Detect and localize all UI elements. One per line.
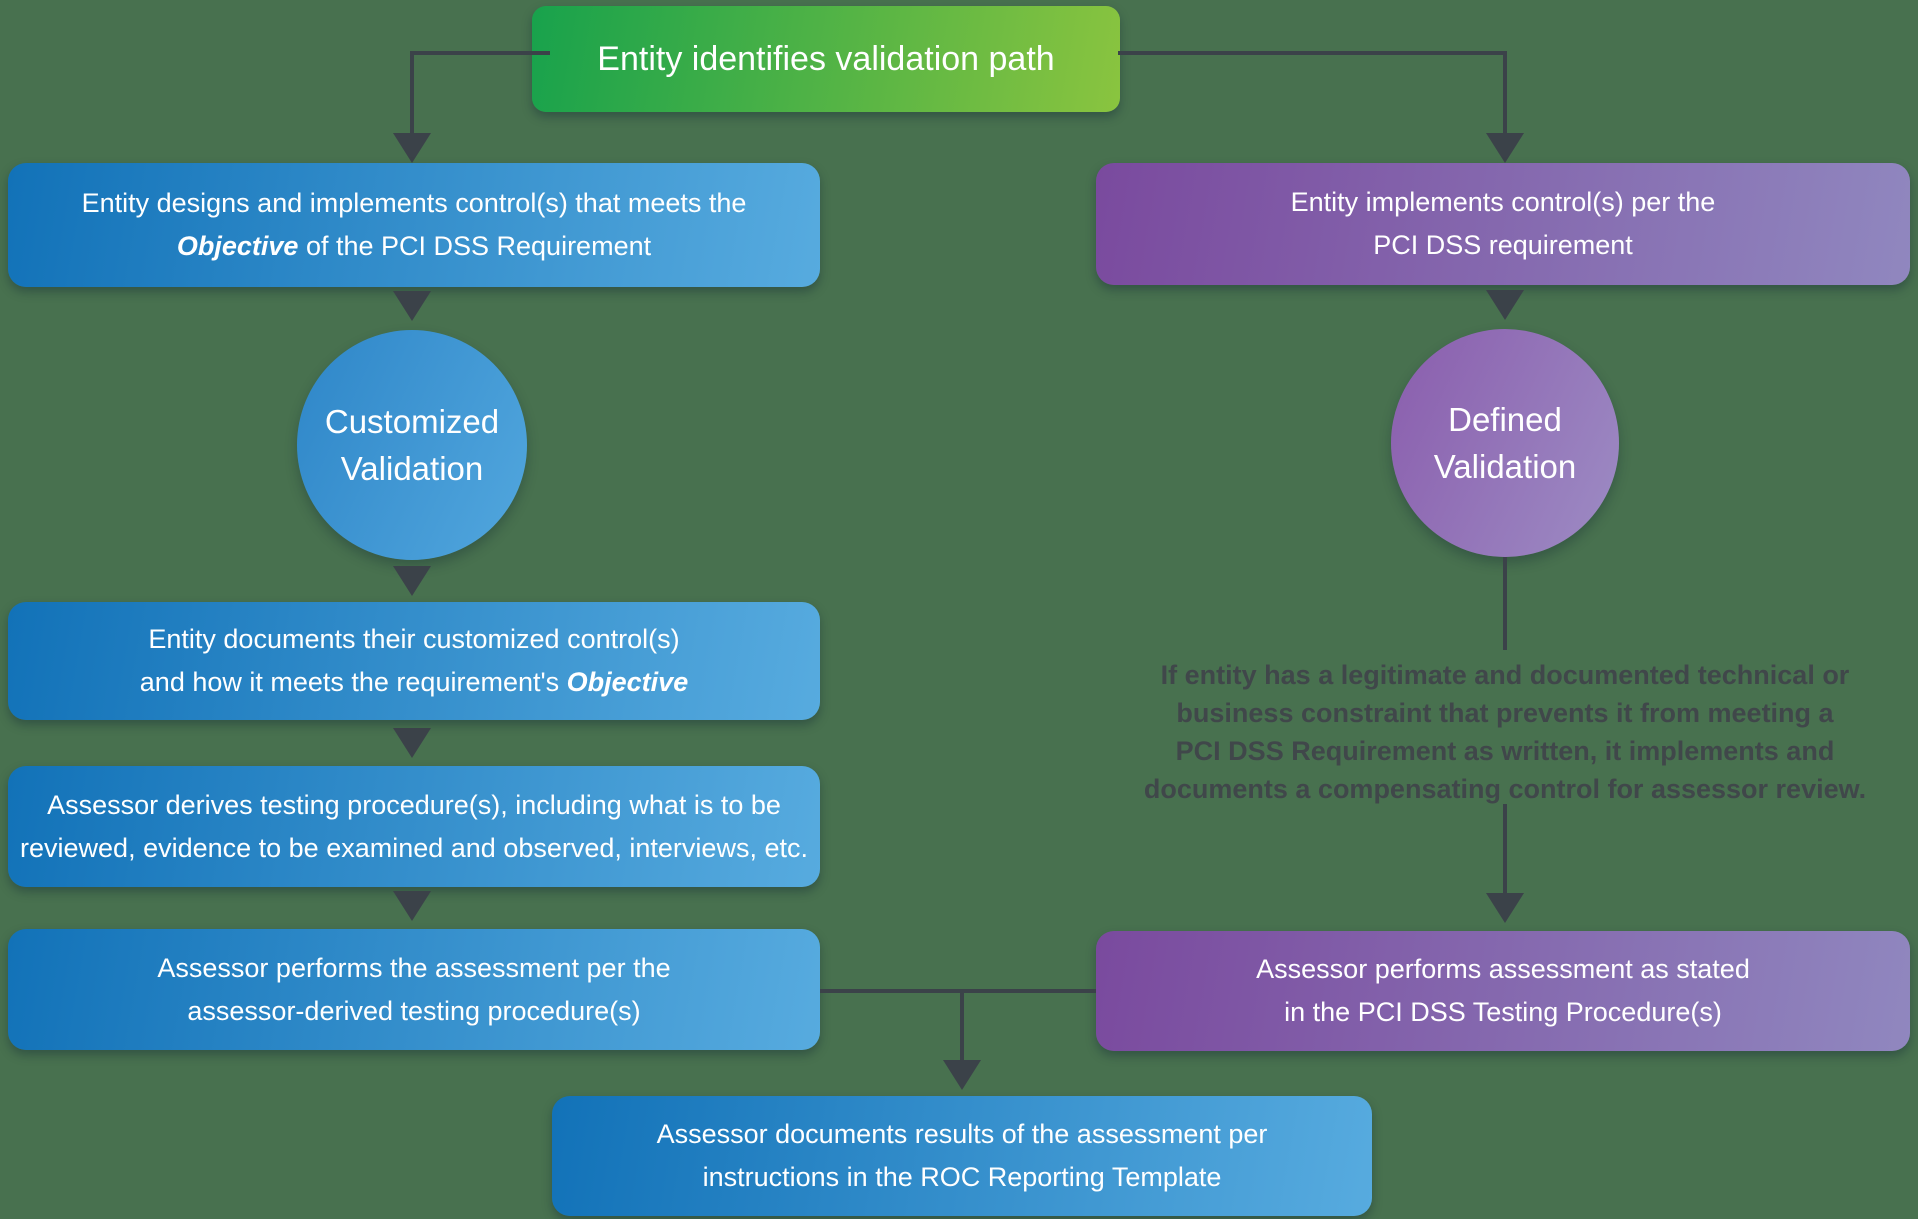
left-box1-line1: Entity designs and implements control(s)…: [81, 188, 747, 218]
right-box1-line1: Entity implements control(s) per the: [1290, 187, 1716, 217]
left-box3-line1: Assessor derives testing procedure(s), i…: [47, 789, 781, 820]
defined-circle-line2: Validation: [1433, 448, 1577, 485]
left-box2-line1: Entity documents their customized contro…: [148, 624, 680, 654]
left-box-assessor-derives-procedures: Assessor derives testing procedure(s), i…: [8, 766, 820, 887]
right-box2-line2: in the PCI DSS Testing Procedure(s): [1284, 997, 1722, 1027]
connector-note-to-assessment-box: [1503, 804, 1507, 894]
defined-validation-circle: Defined Validation: [1391, 329, 1619, 557]
left-box2-objective-emphasis: Objective: [566, 667, 689, 697]
compensating-control-note: If entity has a legitimate and documente…: [1102, 656, 1908, 808]
connector-top-right-horizontal: [1118, 51, 1507, 55]
connector-circle-to-note: [1503, 557, 1507, 650]
arrow-down-icon-right-branch: [1486, 133, 1524, 163]
left-box2-line2-rest: and how it meets the requirement's: [139, 667, 567, 697]
arrow-down-icon-to-stated-assessment-box: [1486, 893, 1524, 923]
left-box1-objective-emphasis: Objective: [176, 231, 299, 261]
connector-merge-vertical: [960, 989, 964, 1062]
customized-circle-line2: Validation: [340, 450, 484, 487]
arrow-down-icon-left-branch: [393, 133, 431, 163]
right-box-assessor-performs-stated-assessment: Assessor performs assessment as stated i…: [1096, 931, 1910, 1051]
top-box-entity-identifies-validation-path: Entity identifies validation path: [532, 6, 1120, 112]
right-box1-line2: PCI DSS requirement: [1373, 230, 1633, 260]
left-box1-line2-rest: of the PCI DSS Requirement: [298, 231, 652, 261]
left-box2-line2: and how it meets the requirement's Objec…: [140, 661, 688, 704]
left-box4-line1: Assessor performs the assessment per the: [157, 952, 671, 983]
connector-merge-horizontal: [820, 989, 1096, 993]
arrow-down-icon-to-derives-box: [393, 728, 431, 758]
bottom-box-assessor-documents-results: Assessor documents results of the assess…: [552, 1096, 1372, 1216]
customized-circle-line1: Customized: [324, 403, 500, 440]
defined-circle-line1: Defined: [1448, 401, 1562, 438]
connector-top-left-vertical: [410, 51, 414, 133]
connector-top-right-vertical: [1503, 51, 1507, 133]
customized-validation-circle: Customized Validation: [297, 330, 527, 560]
top-box-label: Entity identifies validation path: [597, 39, 1055, 78]
left-box-assessor-performs-assessment: Assessor performs the assessment per the…: [8, 929, 820, 1050]
note-line4: documents a compensating control for ass…: [1143, 774, 1867, 804]
arrow-down-icon-to-performs-box: [393, 891, 431, 921]
note-line3: PCI DSS Requirement as written, it imple…: [1175, 736, 1835, 766]
note-line1: If entity has a legitimate and documente…: [1160, 660, 1850, 690]
bottom-box-line2: instructions in the ROC Reporting Templa…: [702, 1162, 1222, 1192]
note-line2: business constraint that prevents it fro…: [1176, 698, 1834, 728]
left-box4-line2: assessor-derived testing procedure(s): [187, 995, 641, 1026]
bottom-box-line1: Assessor documents results of the assess…: [656, 1119, 1268, 1149]
arrow-down-icon-to-customized-circle: [393, 291, 431, 321]
right-box2-line1: Assessor performs assessment as stated: [1256, 954, 1750, 984]
arrow-down-icon-to-defined-circle: [1486, 290, 1524, 320]
left-box3-line2: reviewed, evidence to be examined and ob…: [20, 832, 808, 863]
arrow-down-icon-to-documents-results-box: [943, 1060, 981, 1090]
connector-top-left-horizontal: [410, 51, 550, 55]
left-box1-line2: Objective of the PCI DSS Requirement: [177, 225, 651, 268]
left-box-entity-designs-controls: Entity designs and implements control(s)…: [8, 163, 820, 287]
arrow-down-icon-circle-to-documents-box: [393, 566, 431, 596]
left-box-entity-documents-controls: Entity documents their customized contro…: [8, 602, 820, 720]
right-box-entity-implements-controls: Entity implements control(s) per the PCI…: [1096, 163, 1910, 285]
